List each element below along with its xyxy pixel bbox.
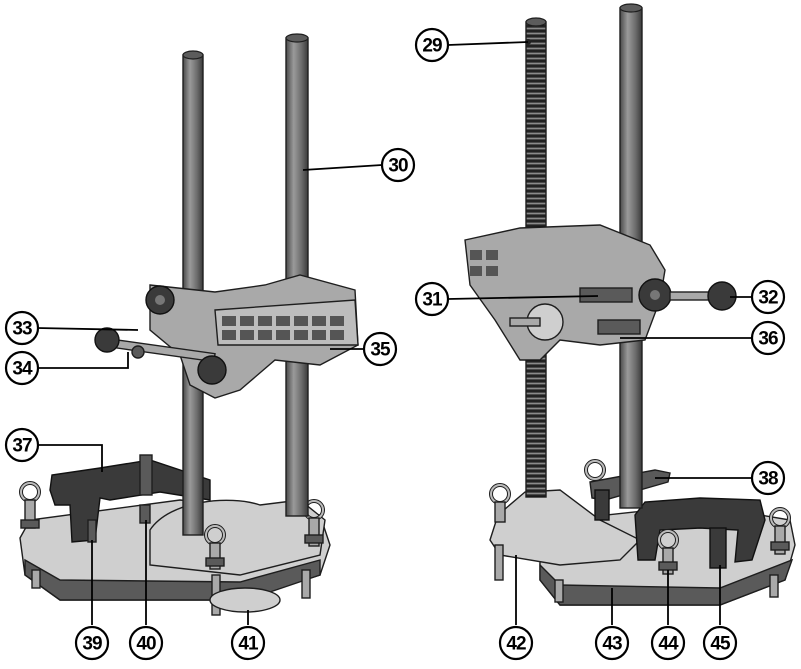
left-foot-1	[31, 569, 41, 589]
right-foot-1	[554, 579, 564, 603]
callout-38: 38	[750, 460, 786, 496]
callout-37-label: 37	[12, 436, 32, 457]
right-column-rod-top	[619, 3, 643, 13]
callout-29: 29	[414, 27, 450, 63]
right-star-knob	[638, 278, 672, 312]
left-bolt-39	[87, 519, 97, 543]
callout-35-label: 35	[370, 340, 391, 361]
callout-41: 41	[230, 625, 266, 661]
callout-34-label: 34	[12, 359, 33, 380]
callout-32-label: 32	[758, 288, 778, 309]
left-rod-1-top	[182, 50, 204, 60]
callout-33-label: 33	[12, 319, 32, 340]
right-foot-2	[769, 574, 779, 598]
callout-43: 43	[594, 625, 630, 661]
left-eye-bolt-2	[204, 524, 226, 570]
callout-44-label: 44	[658, 634, 679, 655]
right-foot-3	[494, 544, 504, 581]
callout-40: 40	[128, 625, 164, 661]
right-base-rim	[539, 558, 794, 606]
left-star-knob	[145, 285, 175, 315]
right-eye-bolt-2	[584, 459, 606, 481]
left-foot-3	[301, 569, 311, 599]
callout-29-label: 29	[422, 36, 442, 57]
right-clamp-31	[579, 287, 633, 303]
leader-30	[302, 164, 383, 171]
left-drill-stand-view	[19, 33, 359, 616]
left-eye-bolt-3	[303, 499, 325, 547]
callout-33: 33	[4, 310, 40, 346]
right-rack-rod-top	[525, 17, 547, 27]
callout-30: 30	[380, 147, 416, 183]
left-lock-screw	[131, 345, 145, 359]
callout-31-label: 31	[422, 290, 443, 311]
callout-35: 35	[362, 331, 398, 367]
right-eye-bolt-3	[657, 529, 679, 575]
left-holder-ring	[214, 299, 359, 346]
left-eye-bolt-1	[19, 481, 41, 529]
left-ball-knob-1	[94, 327, 120, 353]
right-carriage	[464, 224, 666, 361]
right-feed-stub	[509, 317, 541, 327]
leader-33	[36, 327, 139, 331]
callout-34: 34	[4, 350, 40, 386]
callout-36-label: 36	[758, 329, 778, 350]
right-column-foot	[489, 489, 642, 566]
right-drill-stand-view	[464, 3, 796, 606]
left-rod-2-top	[285, 33, 309, 43]
left-bolt-40	[139, 504, 151, 524]
callout-42: 42	[498, 625, 534, 661]
callout-39: 39	[74, 625, 110, 661]
callout-45-label: 45	[710, 634, 731, 655]
callout-41-label: 41	[238, 634, 259, 655]
leader-lines	[36, 41, 752, 625]
left-base-cup	[209, 587, 281, 613]
callout-44: 44	[650, 625, 686, 661]
leader-31	[447, 295, 599, 300]
right-ball-knob	[707, 281, 737, 311]
leader-37	[37, 444, 103, 472]
callout-45: 45	[702, 625, 738, 661]
callout-39-label: 39	[82, 634, 102, 655]
callout-36: 36	[750, 320, 786, 356]
leader-29	[447, 41, 529, 46]
right-eye-bolt-1	[489, 483, 511, 523]
right-arm-post	[594, 489, 610, 521]
callout-42-label: 42	[506, 634, 526, 655]
callout-30-label: 30	[388, 156, 408, 177]
right-clamp-36	[597, 319, 641, 335]
callout-40-label: 40	[136, 634, 156, 655]
right-eye-bolt-4	[769, 507, 791, 555]
left-handle-bracket	[139, 454, 153, 496]
right-carry-handle	[634, 497, 766, 563]
right-holder-ring	[470, 250, 498, 276]
callout-43-label: 43	[602, 634, 622, 655]
callout-32: 32	[750, 279, 786, 315]
right-lock-45	[709, 527, 727, 569]
callout-31: 31	[414, 281, 450, 317]
leader-34	[37, 352, 129, 369]
callout-38-label: 38	[758, 469, 778, 490]
left-ball-knob-2	[197, 355, 227, 385]
callout-37: 37	[4, 427, 40, 463]
